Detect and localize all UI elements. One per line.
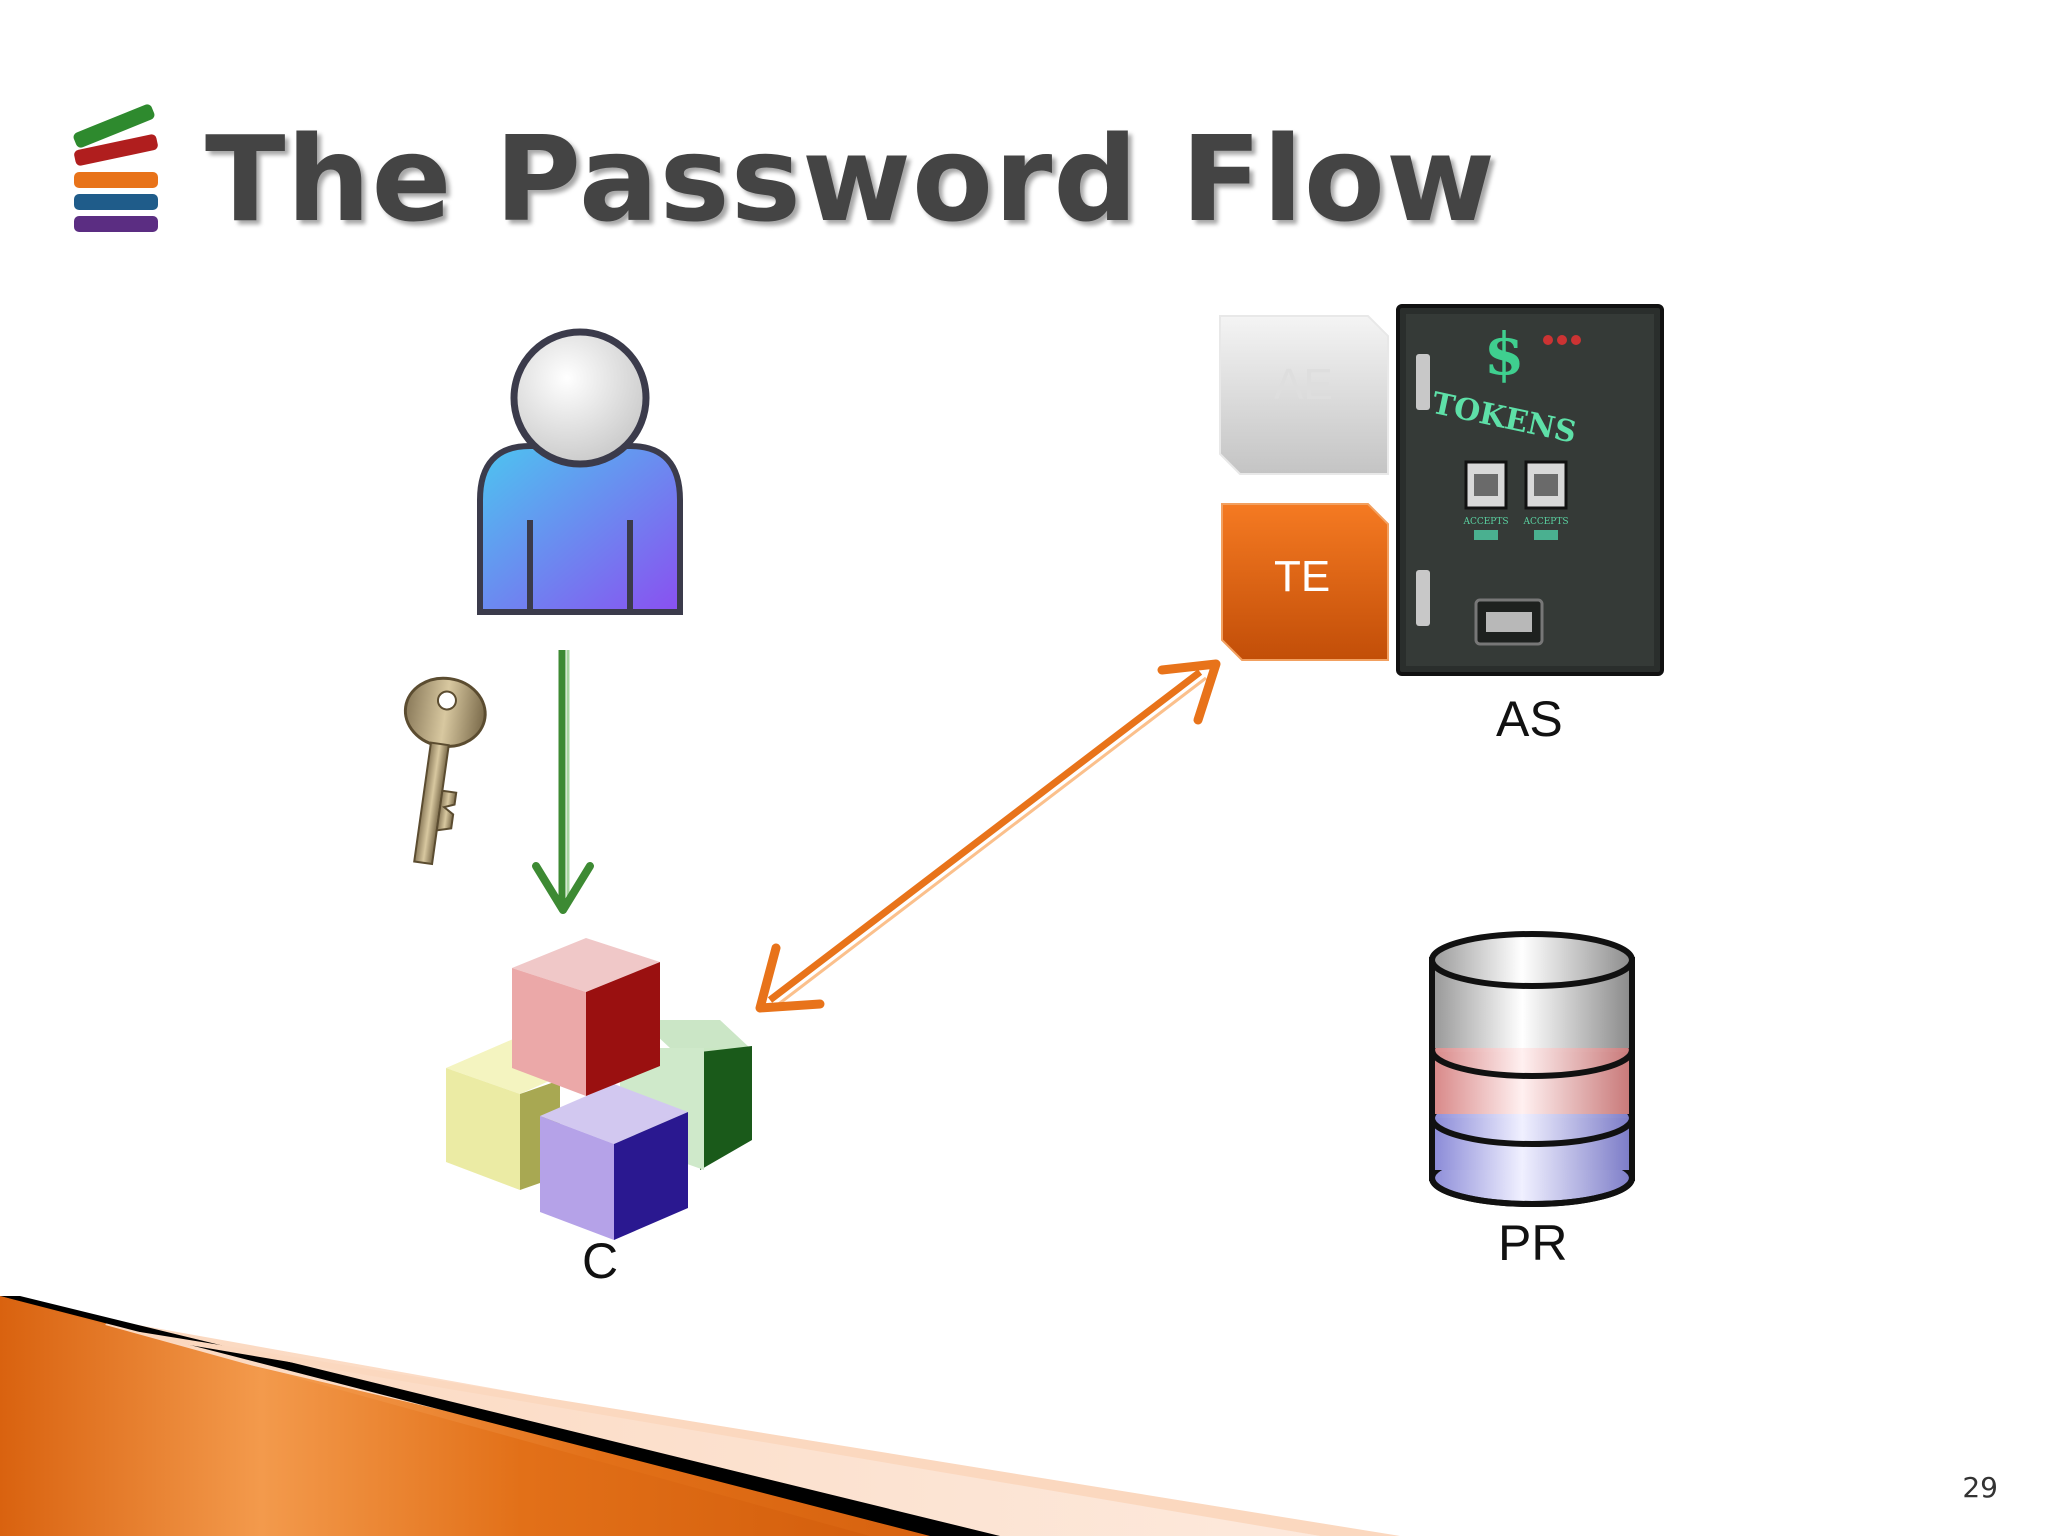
svg-text:ACCEPTS: ACCEPTS	[1462, 517, 1508, 527]
bottom-decorative-band	[0, 1296, 1400, 1536]
token-endpoint-box	[1221, 503, 1389, 661]
protected-resource-label: PR	[1498, 1215, 1568, 1271]
green-arrow-user-to-client	[532, 650, 594, 914]
client-label: C	[582, 1233, 619, 1289]
authorization-endpoint-label: AE	[1274, 360, 1333, 409]
client-cubes-icon	[446, 938, 752, 1240]
auth-server-label: AS	[1496, 691, 1563, 747]
orange-arrow-client-to-token-endpoint	[755, 659, 1221, 1013]
slide-title: The Password Flow	[205, 110, 1496, 248]
token-endpoint-label: TE	[1274, 552, 1331, 601]
svg-text:ACCEPTS: ACCEPTS	[1522, 517, 1568, 527]
token-machine-icon: ACCEPTS ACCEPTS	[1396, 304, 1664, 676]
page-number: 29	[1962, 1471, 1998, 1504]
logo-books-icon	[73, 104, 158, 232]
machine-currency-symbol: $	[1484, 320, 1525, 388]
key-icon	[403, 676, 487, 866]
authorization-endpoint-box	[1219, 315, 1389, 475]
database-icon	[1429, 931, 1635, 1207]
user-icon	[477, 328, 683, 615]
